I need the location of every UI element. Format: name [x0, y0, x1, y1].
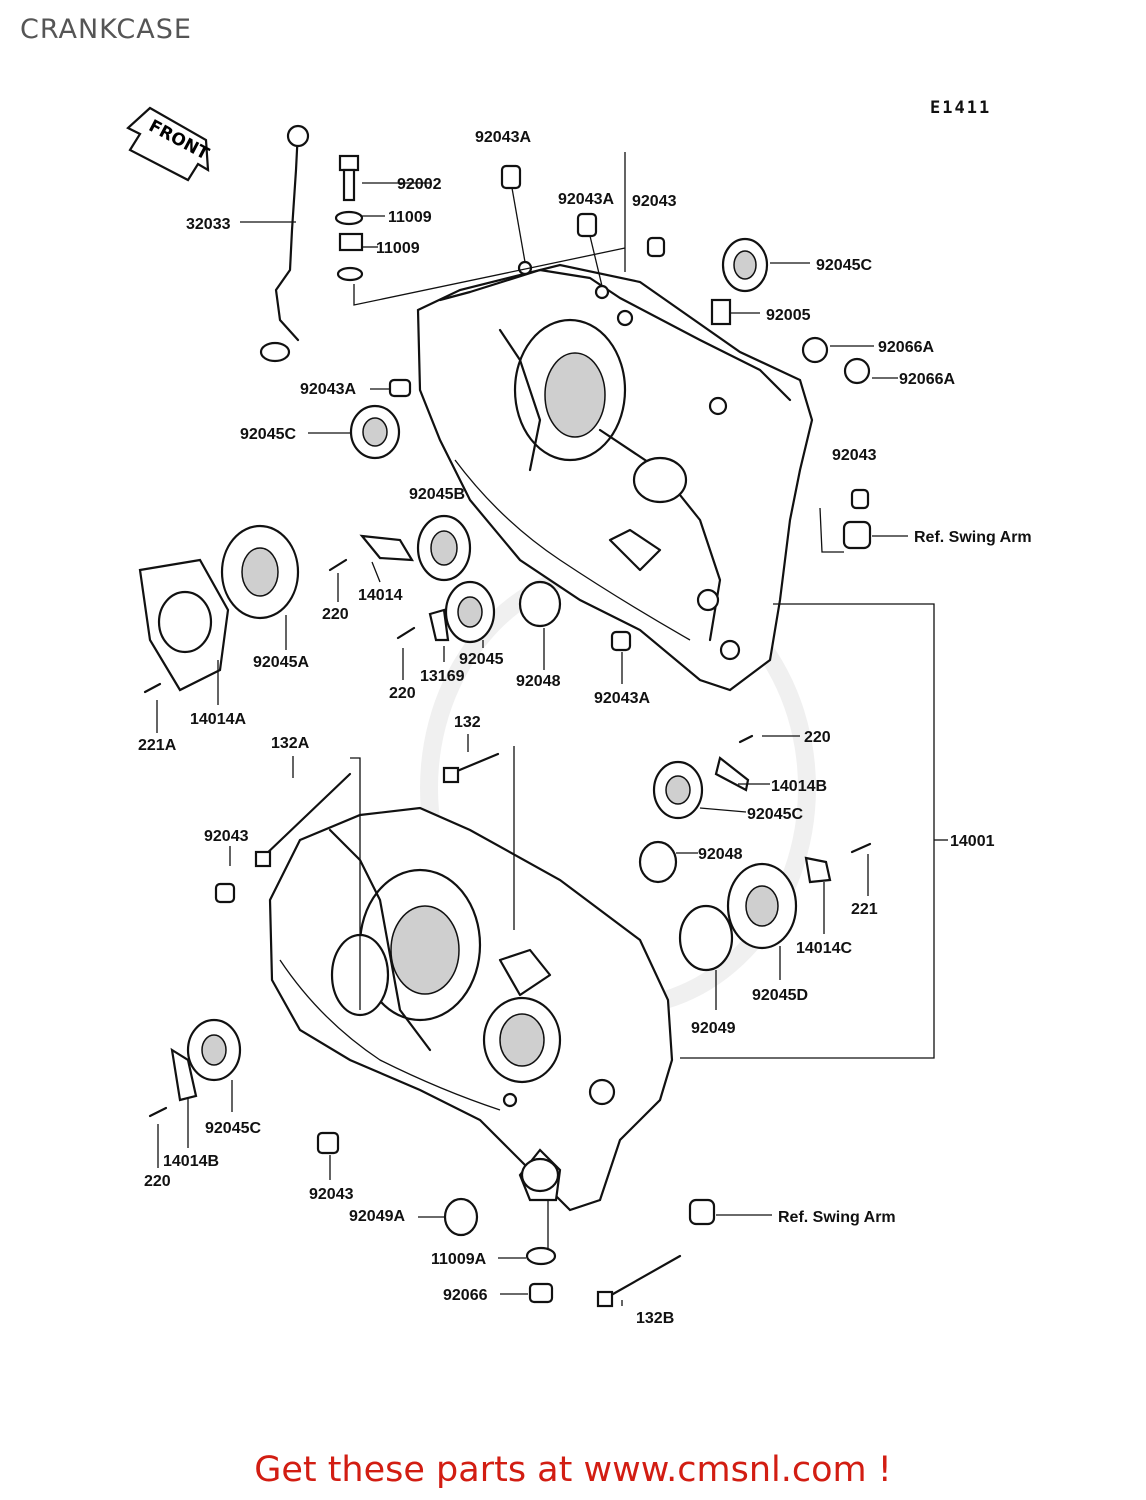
part-label-92002: 92002	[397, 176, 442, 193]
part-label-92043a-3: 92043A	[300, 381, 356, 398]
part-label-11009a: 11009A	[431, 1251, 487, 1268]
leader-lines	[156, 152, 948, 1306]
part-label-92045c-top: 92045C	[816, 257, 872, 274]
part-label-92005: 92005	[766, 307, 811, 324]
part-label-132a: 132A	[271, 735, 310, 752]
part-label-220-c: 220	[804, 729, 831, 746]
part-label-92045d: 92045D	[752, 987, 808, 1004]
part-label-92043a-4: 92043A	[594, 690, 650, 707]
part-label-92043a-top: 92043A	[475, 129, 531, 146]
crankcase-lower-half	[268, 806, 674, 1212]
part-label-92049: 92049	[691, 1020, 736, 1037]
part-label-11009-b: 11009	[376, 240, 420, 257]
part-label-14014b-right: 14014B	[771, 778, 827, 795]
part-label-14014: 14014	[358, 587, 403, 604]
part-label-92066a-2: 92066A	[899, 371, 955, 388]
part-label-132b: 132B	[636, 1310, 674, 1327]
diagram-code: E1411	[930, 98, 992, 118]
part-label-14001: 14001	[950, 833, 995, 850]
part-label-11009-a: 11009	[388, 209, 432, 226]
part-label-92048-lower: 92048	[698, 846, 743, 863]
small-parts	[138, 124, 872, 1308]
front-arrow-icon: FRONT	[126, 106, 212, 182]
part-label-92045c-mid: 92045C	[240, 426, 296, 443]
part-label-92045c-bottom: 92045C	[205, 1120, 261, 1137]
page-title: CRANKCASE	[20, 14, 192, 45]
part-label-14014c: 14014C	[796, 940, 852, 957]
part-label-92043-bottom: 92043	[309, 1186, 354, 1203]
part-label-92043a-2: 92043A	[558, 191, 614, 208]
part-label-14014b-left: 14014B	[163, 1153, 219, 1170]
part-label-92066: 92066	[443, 1287, 488, 1304]
part-label-92048-top: 92048	[516, 673, 561, 690]
part-label-220-a: 220	[322, 606, 349, 623]
part-label-220-b: 220	[389, 685, 416, 702]
part-label-92045a: 92045A	[253, 654, 309, 671]
part-label-132: 132	[454, 714, 481, 731]
part-label-92043-top: 92043	[632, 193, 677, 210]
part-label-92066a-1: 92066A	[878, 339, 934, 356]
part-label-221a: 221A	[138, 737, 177, 754]
footer-link-text[interactable]: Get these parts at www.cmsnl.com !	[254, 1450, 892, 1490]
crankcase-upper-half	[416, 260, 814, 692]
part-label-13169: 13169	[420, 668, 465, 685]
part-label-92045c-lower: 92045C	[747, 806, 803, 823]
part-label-221: 221	[851, 901, 878, 918]
part-label-14014a: 14014A	[190, 711, 246, 728]
part-label-ref-swing-arm-top: Ref. Swing Arm	[914, 529, 1032, 546]
part-label-92043-left: 92043	[204, 828, 249, 845]
part-label-ref-swing-arm-bottom: Ref. Swing Arm	[778, 1209, 896, 1226]
part-label-92043-right: 92043	[832, 447, 877, 464]
part-label-92045b: 92045B	[409, 486, 465, 503]
part-label-220-d: 220	[144, 1173, 171, 1190]
part-label-92045: 92045	[459, 651, 504, 668]
part-labels: 92043A 92002 32033 11009 11009 92043A 92…	[138, 129, 1032, 1327]
part-label-92049a: 92049A	[349, 1208, 405, 1225]
part-label-32033: 32033	[186, 216, 231, 233]
